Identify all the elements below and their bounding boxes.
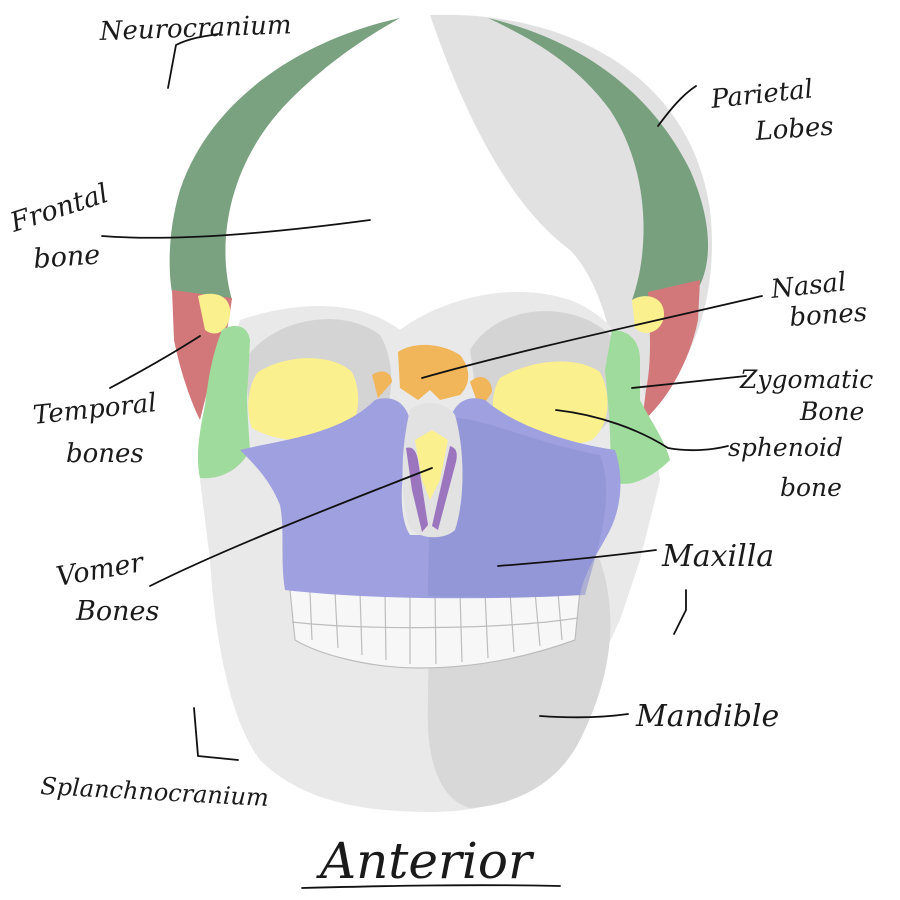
label-splanchnocranium: Splanchnocranium <box>40 772 270 812</box>
maxilla-right-shade <box>428 418 607 598</box>
mandible-leader <box>539 713 629 719</box>
frontal-leader <box>101 219 371 239</box>
maxilla-leader <box>497 549 657 567</box>
label-parietal-2: Lobes <box>753 112 834 147</box>
label-temporal-2: bones <box>66 439 144 469</box>
sphenoid-leader <box>555 409 729 452</box>
label-frontal-2: bone <box>32 239 101 275</box>
label-vomer-2: Bones <box>75 596 159 627</box>
left-orbit-sphenoid <box>248 358 359 441</box>
bones <box>169 18 709 599</box>
label-parietal-1: Parietal <box>709 74 815 115</box>
right-zygomatic-bone <box>605 330 670 484</box>
label-sphenoid-2: bone <box>780 473 842 502</box>
label-vomer-1: Vomer <box>54 547 148 593</box>
vomer-bone-left <box>406 447 428 532</box>
label-mandible: Mandible <box>635 699 779 734</box>
vomer-bone-right <box>432 446 457 530</box>
label-neurocranium: Neurocranium <box>98 10 292 47</box>
left-sphenoid-temporal-patch <box>198 293 231 334</box>
teeth <box>289 589 581 669</box>
right-parietal-frontal-bone <box>488 18 709 300</box>
maxilla-tick <box>673 589 687 635</box>
label-anterior: Anterior <box>316 832 535 890</box>
label-zygomatic-1: Zygomatic <box>739 365 873 394</box>
nasal-leader <box>421 295 763 379</box>
leader-lines <box>101 33 763 889</box>
zygomatic-leader <box>631 375 747 389</box>
left-parietal-frontal-bone <box>169 18 400 300</box>
anterior-underline <box>301 884 561 889</box>
label-sphenoid-1: sphenoid <box>728 433 843 462</box>
label-frontal-1: Frontal <box>6 178 112 239</box>
nasal-bones <box>398 344 469 400</box>
temporal-leader <box>109 335 201 389</box>
splanchnocranium-leader <box>193 707 239 761</box>
vomer-leader <box>149 467 433 587</box>
label-zygomatic-2: Bone <box>799 397 864 426</box>
nasal-inner-sphenoid <box>415 430 448 500</box>
parietal-leader <box>657 85 697 127</box>
left-zygomatic-bone <box>197 325 250 479</box>
neurocranium-leader <box>167 33 219 89</box>
label-maxilla: Maxilla <box>661 539 774 574</box>
nasal-side-right <box>470 377 492 410</box>
label-temporal-1: Temporal <box>32 388 158 431</box>
nasal-side-left <box>372 371 392 398</box>
label-nasal-2: bones <box>788 298 868 333</box>
